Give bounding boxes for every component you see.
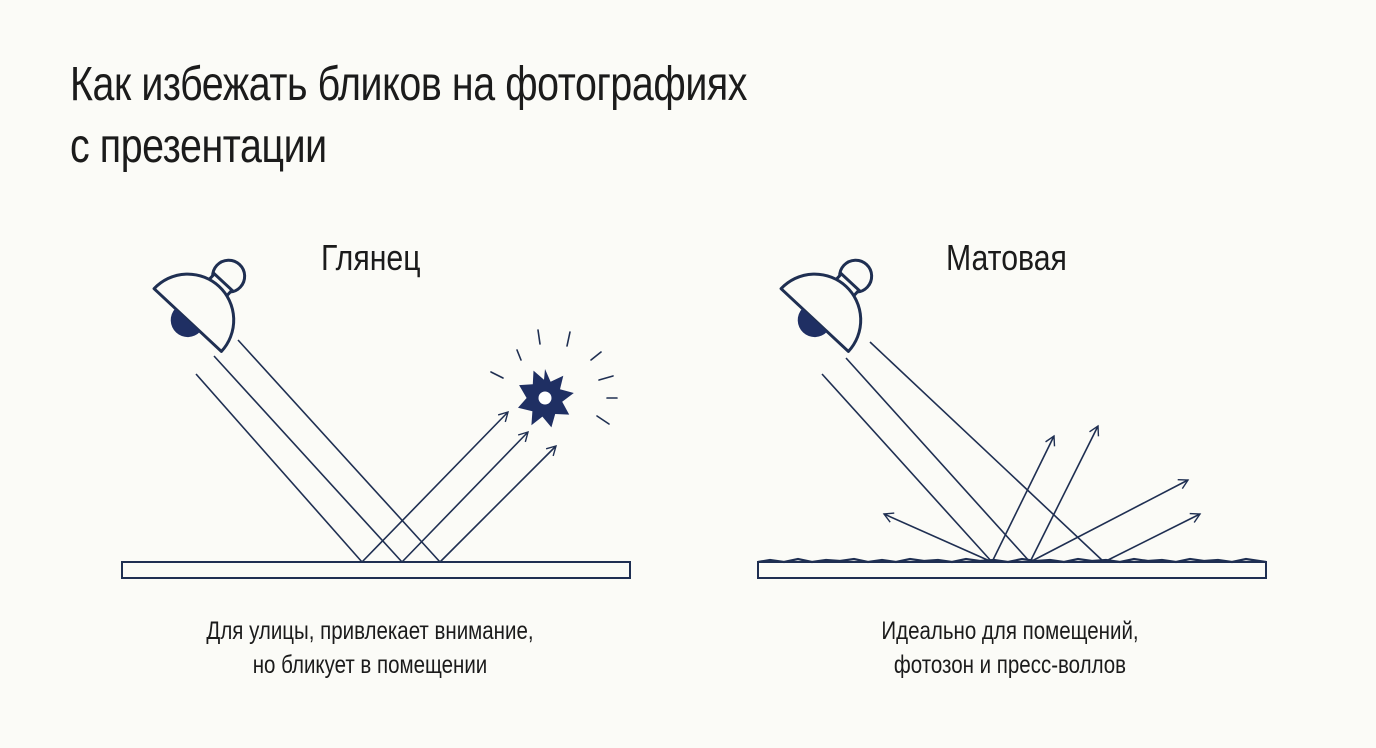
reflected-ray <box>439 444 558 563</box>
reflected-ray <box>361 410 510 563</box>
incident-ray <box>869 341 1105 563</box>
matte-caption-line-2: фотозон и пресс-воллов <box>893 651 1127 679</box>
glossy-surface <box>121 561 631 579</box>
reflected-ray <box>401 430 530 563</box>
scattered-ray <box>882 512 993 563</box>
matte-surface-texture <box>757 557 1267 564</box>
incident-ray <box>213 355 403 563</box>
incident-ray <box>195 373 363 563</box>
reflected-rays <box>361 410 558 563</box>
glossy-diagram <box>121 258 631 579</box>
page-title-line-1: Как избежать бликов на фотографиях <box>70 58 748 111</box>
page-title-line-2: с презентации <box>70 120 327 173</box>
scattered-rays <box>882 424 1202 563</box>
matte-surface <box>757 561 1267 579</box>
scattered-ray <box>1103 512 1202 563</box>
scattered-ray <box>991 434 1056 563</box>
matte-heading: Матовая <box>946 237 1067 278</box>
incident-ray <box>237 339 441 563</box>
lamp-icon <box>152 258 247 353</box>
incident-rays <box>195 339 441 563</box>
glare-burst-icon <box>490 329 618 428</box>
matte-caption-line-1: Идеально для помещений, <box>881 617 1139 645</box>
scattered-ray <box>1029 479 1190 563</box>
scattered-ray <box>1029 424 1100 563</box>
glossy-caption-line-2: но бликует в помещении <box>252 651 488 679</box>
lamp-icon <box>779 258 874 353</box>
glossy-heading: Глянец <box>321 237 421 278</box>
page-title: Как избежать бликов на фотографиях с пре… <box>70 54 890 178</box>
incident-ray <box>845 357 1031 563</box>
matte-diagram <box>757 258 1267 579</box>
incident-rays <box>821 341 1105 563</box>
matte-caption: Идеально для помещений, фотозон и пресс-… <box>780 614 1239 682</box>
incident-ray <box>821 373 993 563</box>
glossy-caption: Для улицы, привлекает внимание, но блику… <box>140 614 599 682</box>
glossy-caption-line-1: Для улицы, привлекает внимание, <box>206 617 534 645</box>
